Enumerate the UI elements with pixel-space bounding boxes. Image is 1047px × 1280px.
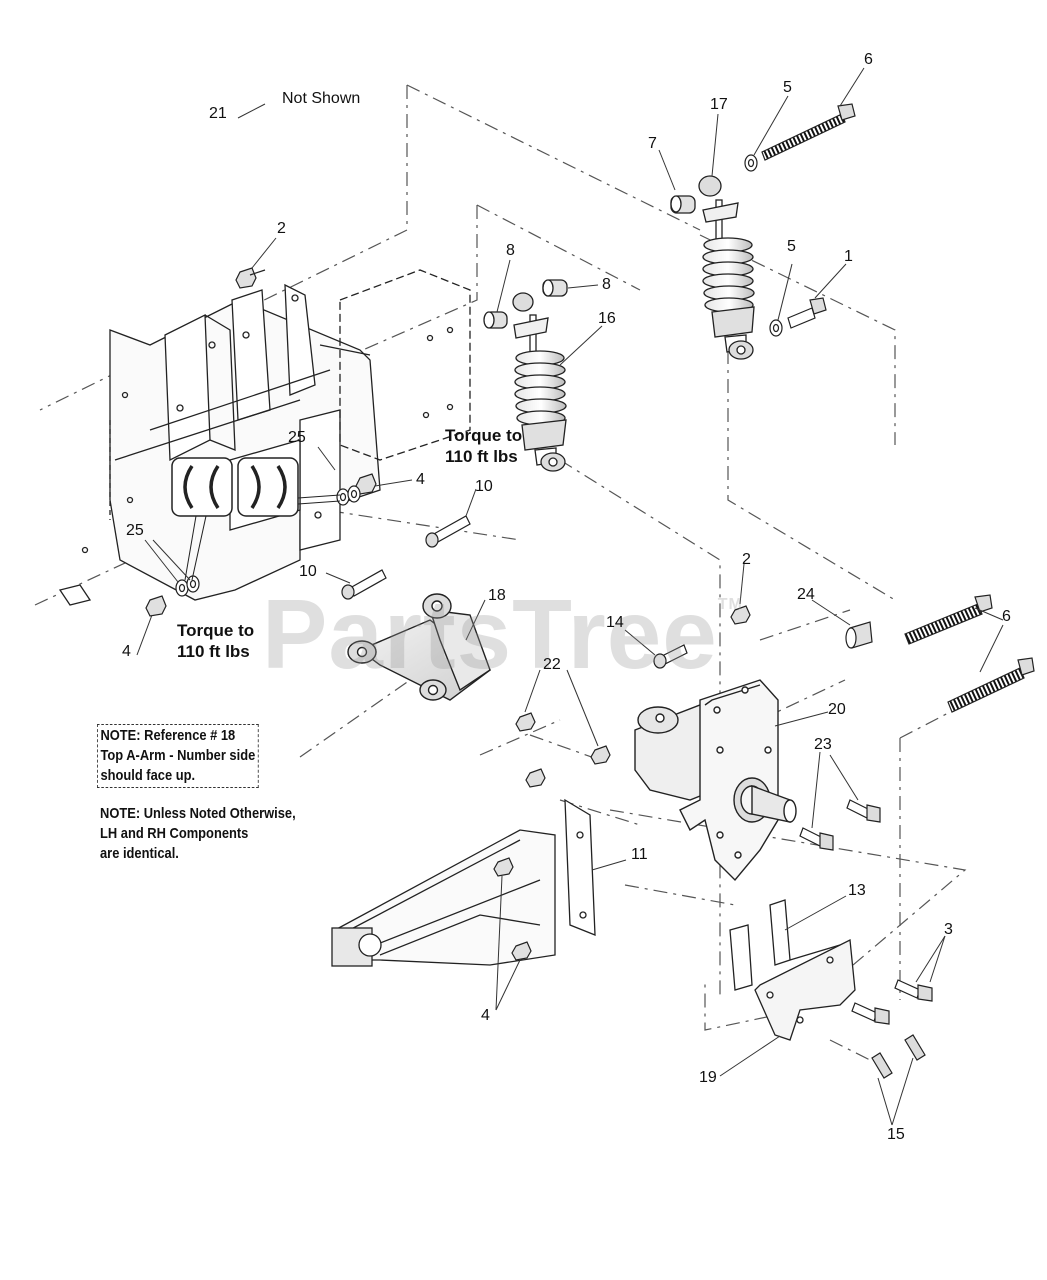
callout-5-lower: 5 — [787, 238, 796, 255]
callout-11: 11 — [631, 846, 648, 863]
callout-15: 15 — [887, 1126, 905, 1143]
callout-10-lower: 10 — [299, 563, 317, 580]
callout-13: 13 — [848, 882, 866, 899]
callout-16: 16 — [598, 310, 616, 327]
brackets-13-19 — [729, 899, 856, 1041]
note-line: Top A-Arm - Number side — [100, 747, 256, 764]
note-reference-18: NOTE: Reference # 18 Top A-Arm - Number … — [97, 724, 259, 788]
callout-not-shown: Not Shown — [282, 90, 361, 107]
callout-4-left: 4 — [122, 643, 131, 660]
torque-note-upper: Torque to 110 ft lbs — [445, 425, 522, 467]
note-general: NOTE: Unless Noted Otherwise, LH and RH … — [100, 804, 296, 864]
callout-3: 3 — [944, 921, 953, 938]
callout-19: 19 — [699, 1069, 717, 1086]
callout-4-upper: 4 — [416, 471, 425, 488]
main-frame — [58, 269, 471, 606]
note-line: NOTE: Unless Noted Otherwise, — [100, 805, 296, 822]
torque-note-line: Torque to — [445, 426, 523, 445]
callout-18: 18 — [488, 587, 506, 604]
washer-detail-insets — [171, 457, 341, 581]
bushings-8 — [483, 279, 568, 329]
callout-2-upper: 2 — [277, 220, 286, 237]
callout-6-lower: 6 — [1002, 608, 1011, 625]
bolts — [341, 103, 1035, 1079]
callout-21: 21 — [209, 105, 227, 122]
callout-6-upper: 6 — [864, 51, 873, 68]
callout-4-lower: 4 — [481, 1007, 490, 1024]
spindle-housing-20 — [634, 679, 797, 882]
callout-25-lower: 25 — [126, 522, 144, 539]
callout-20: 20 — [828, 701, 846, 718]
callout-23: 23 — [814, 736, 832, 753]
torque-note-line: 110 ft lbs — [177, 642, 250, 661]
watermark-trademark: TM — [717, 596, 743, 613]
callout-2-right: 2 — [742, 551, 751, 568]
note-line: LH and RH Components — [100, 825, 249, 842]
callout-5-upper: 5 — [783, 79, 792, 96]
callout-24: 24 — [797, 586, 815, 603]
watermark: PartsTreeTM — [262, 578, 743, 691]
torque-note-lower: Torque to 110 ft lbs — [177, 620, 254, 662]
note-line: NOTE: Reference # 18 — [100, 727, 236, 744]
leader-lines — [136, 67, 1004, 1126]
shock-absorber-16 — [512, 292, 567, 472]
upper-a-arm — [347, 593, 492, 701]
callout-1: 1 — [844, 248, 853, 265]
washers-25 — [175, 485, 361, 597]
torque-note-line: 110 ft lbs — [445, 447, 518, 466]
note-line: are identical. — [100, 845, 179, 862]
callout-14: 14 — [606, 614, 624, 631]
watermark-text: PartsTree — [262, 579, 718, 689]
callout-8-left: 8 — [506, 242, 515, 259]
part-11-bracket — [564, 798, 596, 936]
callout-8-right: 8 — [602, 276, 611, 293]
callout-25-upper: 25 — [288, 429, 306, 446]
callout-7: 7 — [648, 135, 657, 152]
shock-absorber-17 — [698, 175, 755, 360]
torque-note-line: Torque to — [177, 621, 255, 640]
callout-10-upper: 10 — [475, 478, 493, 495]
callout-17: 17 — [710, 96, 728, 113]
bushing-7 — [670, 195, 696, 214]
note-line: should face up. — [100, 767, 196, 784]
callout-22: 22 — [543, 656, 561, 673]
